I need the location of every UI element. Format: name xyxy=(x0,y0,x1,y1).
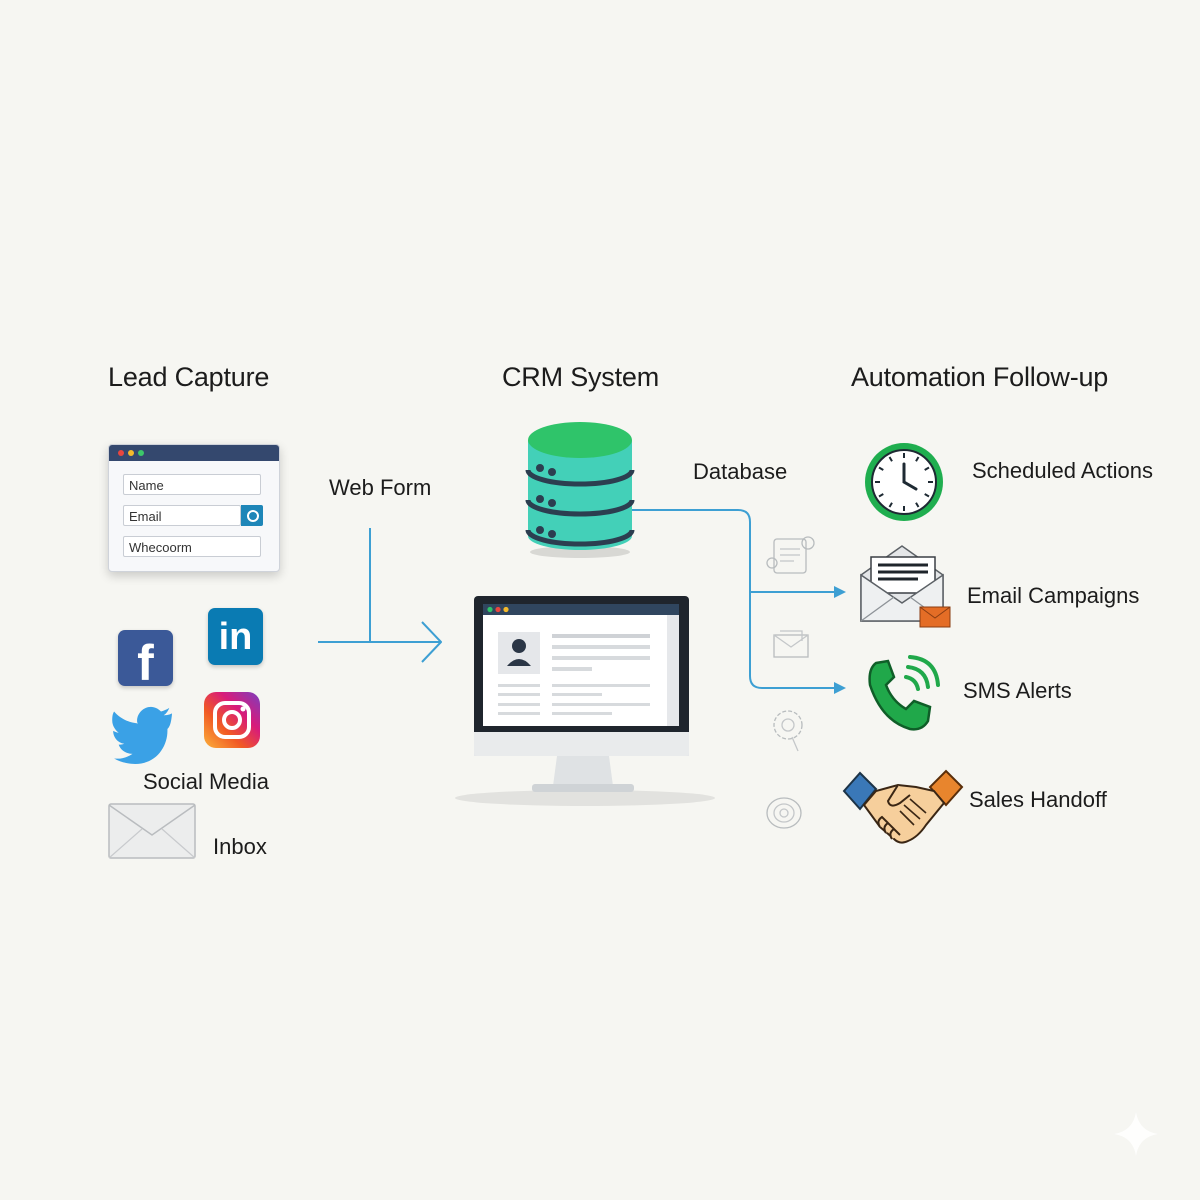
lead-flow-arrow xyxy=(318,528,442,663)
open-envelope-icon xyxy=(860,545,951,628)
handshake-icon xyxy=(842,769,964,844)
faint-document-icon xyxy=(766,536,815,574)
third-field-label: Whecoorm xyxy=(129,540,192,555)
database-icon xyxy=(525,422,635,558)
window-minimize-dot xyxy=(128,450,134,456)
faint-gear-icon xyxy=(773,710,803,752)
inbox-envelope-icon xyxy=(108,803,196,859)
sparkle-icon xyxy=(1114,1112,1158,1156)
phone-icon xyxy=(868,655,940,731)
name-field[interactable]: Name xyxy=(123,474,261,495)
twitter-icon xyxy=(112,706,173,764)
faint-fingerprint-icon xyxy=(766,797,802,829)
third-field[interactable]: Whecoorm xyxy=(123,536,261,557)
linkedin-glyph: in xyxy=(218,616,253,658)
window-maximize-dot xyxy=(138,450,144,456)
instagram-icon xyxy=(204,692,260,748)
lead-capture-heading: Lead Capture xyxy=(108,362,270,392)
linkedin-icon: in xyxy=(208,608,263,665)
facebook-glyph: f xyxy=(137,635,154,691)
email-field[interactable]: Email xyxy=(123,505,263,526)
automation-flow-lines xyxy=(632,509,846,694)
inbox-label: Inbox xyxy=(213,834,267,859)
window-close-dot xyxy=(118,450,124,456)
web-form-label: Web Form xyxy=(329,475,432,500)
email-submit-icon[interactable] xyxy=(241,505,263,526)
facebook-icon: f xyxy=(118,630,173,691)
crm-monitor-icon xyxy=(455,596,715,806)
email-field-label: Email xyxy=(129,509,162,524)
sms-alerts-label: SMS Alerts xyxy=(963,678,1072,703)
clock-icon xyxy=(865,443,943,521)
email-campaigns-label: Email Campaigns xyxy=(967,583,1140,608)
database-label: Database xyxy=(693,459,788,484)
automation-heading: Automation Follow-up xyxy=(851,362,1109,392)
crm-system-heading: CRM System xyxy=(502,362,660,392)
web-form-card: Name Email Whecoorm xyxy=(108,444,280,572)
form-titlebar xyxy=(109,445,279,461)
name-field-label: Name xyxy=(129,478,164,493)
scheduled-actions-label: Scheduled Actions xyxy=(972,458,1154,483)
social-media-label: Social Media xyxy=(143,769,269,794)
sales-handoff-label: Sales Handoff xyxy=(969,787,1107,812)
faint-envelope-icon xyxy=(773,630,809,658)
